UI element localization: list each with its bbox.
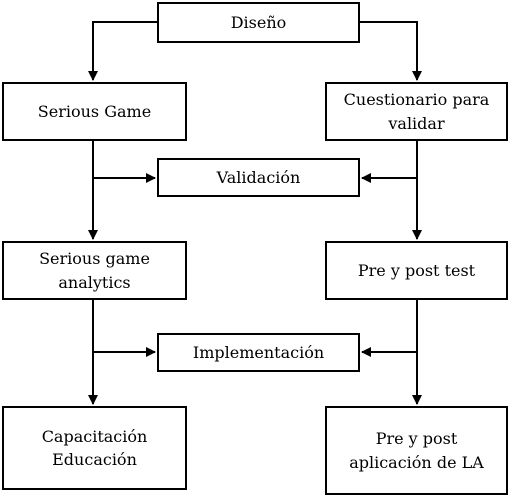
node-validacion: Validación [157,158,360,197]
node-cuestionario-para-validar: Cuestionario para validar [325,82,508,141]
node-pre-post-test: Pre y post test [325,241,508,300]
node-serious-game-analytics: Serious game analytics [2,241,187,300]
node-implementacion: Implementación [157,333,360,372]
arrow-diseno-to-serious-game [88,21,157,81]
node-pre-post-aplicacion-la: Pre y post aplicación de LA [325,406,508,495]
arrow-diseno-to-cuestionario [360,21,422,81]
node-diseno: Diseño [157,2,360,43]
node-capacitacion-educacion: Capacitación Educación [2,406,187,490]
node-serious-game: Serious Game [2,82,187,141]
